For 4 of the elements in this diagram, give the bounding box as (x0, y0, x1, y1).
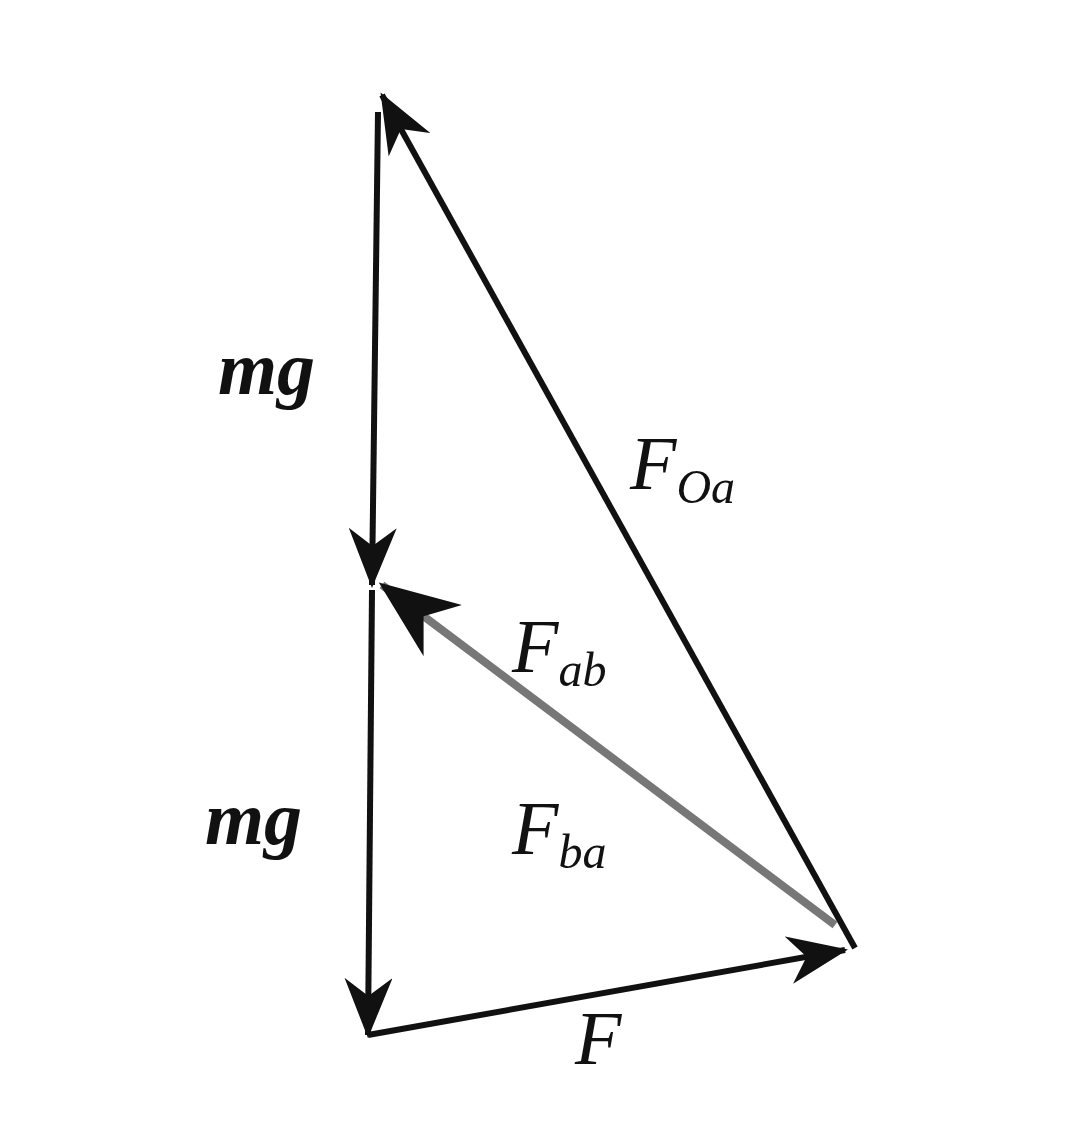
force-label: F (575, 1000, 622, 1076)
force-label: F$_{ab}$ (512, 608, 607, 684)
force-label: F$_{Oa}$ (630, 425, 736, 501)
force-label: F$_{ba}$ (512, 790, 607, 866)
